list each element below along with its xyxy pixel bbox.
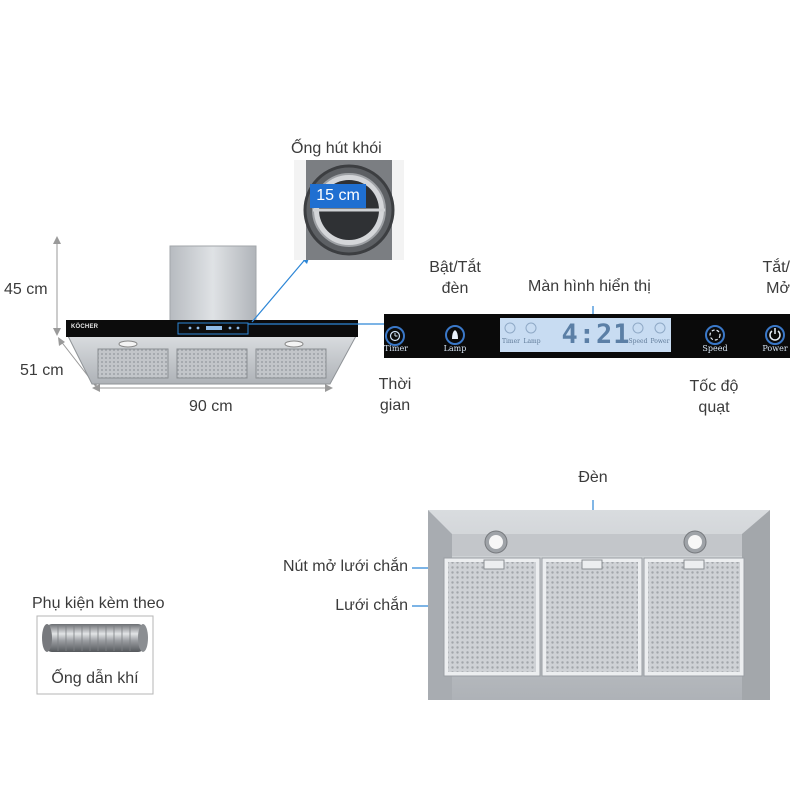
- lamp-button: Lamp: [441, 344, 469, 354]
- width-dimension: 90 cm: [189, 398, 233, 415]
- depth-dimension: 51 cm: [20, 362, 64, 379]
- display-power-indicator: Power: [650, 338, 670, 345]
- power-button: Power: [760, 344, 790, 354]
- lamp-callout: Bật/Tắt đèn: [429, 259, 481, 297]
- duct-title: Ống hút khói: [291, 140, 382, 157]
- filter-release-callout: Nút mở lưới chắn: [282, 558, 408, 575]
- accessory-title: Phụ kiện kèm theo: [32, 595, 165, 612]
- display-lamp-indicator: Lamp: [523, 338, 541, 345]
- range-hood: [66, 245, 358, 385]
- display-time: 4:21: [561, 319, 631, 350]
- accessory-item-label: Ống dẫn khí: [51, 670, 139, 687]
- underside-photo: [428, 510, 770, 700]
- speed-button-label: Speed: [702, 344, 728, 353]
- accessory-box: [36, 615, 154, 695]
- display-callout: Màn hình hiển thị: [528, 278, 651, 295]
- duct-size-label: 15 cm: [316, 187, 360, 204]
- lamp-button-label: Lamp: [443, 344, 467, 353]
- speed-button: Speed: [700, 344, 730, 354]
- duct-photo: [294, 160, 404, 260]
- power-callout: Tắt/ Mở: [762, 259, 790, 297]
- display-timer-indicator: Timer: [501, 338, 521, 345]
- timer-callout: Thời gian: [378, 376, 412, 414]
- height-dimension: 45 cm: [4, 281, 48, 298]
- control-panel: [384, 314, 790, 358]
- grease-filter-callout: Lưới chắn: [335, 597, 408, 614]
- speed-callout: Tốc độ quạt: [689, 378, 739, 416]
- timer-button: Timer: [382, 344, 410, 354]
- brand-logo: KÖCHER: [71, 324, 99, 330]
- timer-button-label: Timer: [383, 344, 409, 353]
- lamp-location-callout: Đèn: [578, 469, 608, 486]
- power-button-label: Power: [762, 344, 788, 353]
- display-speed-indicator: Speed: [628, 338, 648, 345]
